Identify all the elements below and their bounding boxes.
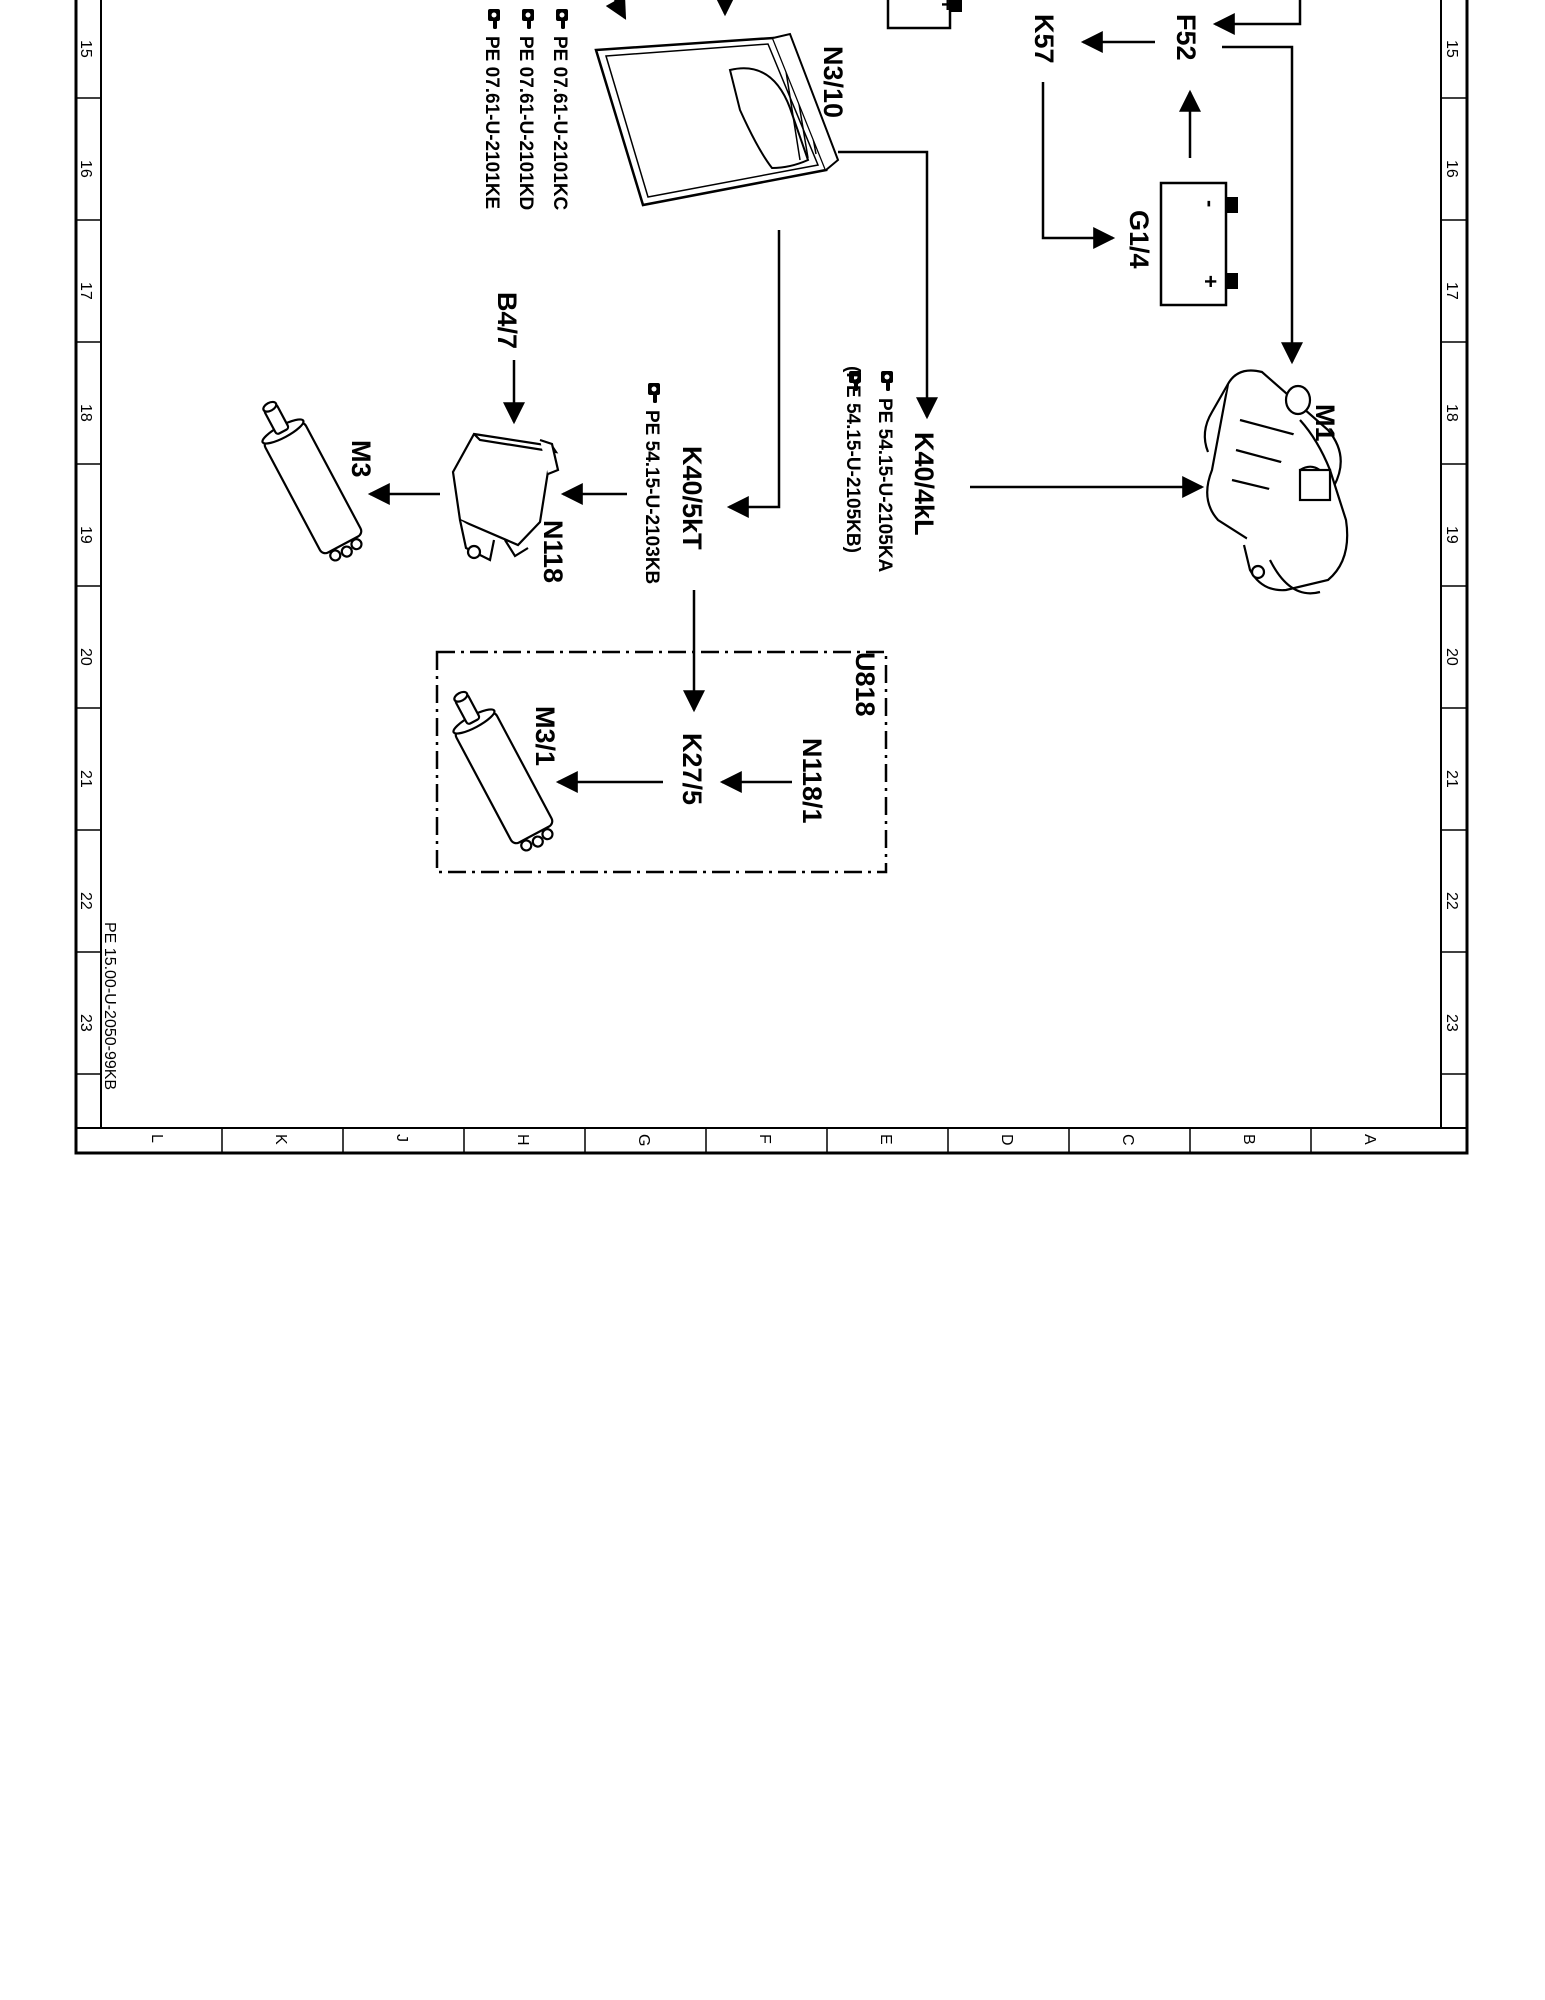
component-labels: N3/10 F52 K57 G1/4 M1 K40/4kL K40/5kT B4…	[346, 14, 1340, 824]
row-number: 17	[1443, 282, 1460, 300]
column-letters: L K J H G F E D C B A	[148, 1134, 1378, 1146]
row-number: 23	[77, 1014, 94, 1032]
connection-lines	[367, 0, 1303, 793]
battery-terminal-plus: +	[1198, 275, 1223, 288]
row-number: 21	[1443, 770, 1460, 788]
column-letter: C	[1119, 1134, 1136, 1146]
row-number: 19	[1443, 526, 1460, 544]
fuel-pump-m3-1	[452, 690, 554, 852]
row-number: 22	[1443, 892, 1460, 910]
row-number: 20	[1443, 648, 1460, 666]
row-number: 16	[77, 160, 94, 178]
ref-k40-4kl-2: (PE 54.15-U-2105KB)	[842, 366, 863, 553]
row-number: 15	[1443, 40, 1460, 58]
row-number: 15	[77, 40, 94, 58]
pointing-hand-icon	[648, 383, 660, 403]
row-ticks	[76, 97, 1467, 1075]
row-number: 18	[77, 404, 94, 422]
row-numbers-left: 15 16 17 18 19 20 21 22 23	[77, 40, 94, 1032]
column-letter: H	[514, 1134, 531, 1146]
column-letter: F	[756, 1134, 773, 1144]
column-letter: A	[1361, 1134, 1378, 1145]
u818-boundary	[435, 650, 888, 874]
column-ticks	[221, 1128, 1312, 1153]
ref-n3-10-3: PE 07.61-U-2101KE	[481, 36, 502, 209]
ref-n3-10-1: PE 07.61-U-2101KC	[549, 36, 570, 211]
battery-top: +	[886, 0, 962, 30]
document-number: PE 15.00-U-2050-99KB	[101, 922, 118, 1090]
battery-terminal-minus: -	[1198, 200, 1223, 207]
row-number: 20	[77, 648, 94, 666]
drawing-frame	[74, 0, 1469, 1155]
label-n118: N118	[538, 520, 568, 583]
label-m3-1: M3/1	[530, 706, 560, 766]
row-number: 19	[77, 526, 94, 544]
column-letter: E	[877, 1134, 894, 1145]
label-k40-5kt: K40/5kT	[677, 446, 707, 550]
label-k57: K57	[1029, 14, 1059, 64]
column-letter: L	[148, 1134, 165, 1143]
pointing-hand-icon	[522, 9, 534, 29]
row-number: 22	[77, 892, 94, 910]
pointing-hand-icon	[556, 9, 568, 29]
label-n3-10: N3/10	[818, 46, 848, 118]
starter-motor-m1	[1203, 369, 1349, 595]
row-number: 23	[1443, 1014, 1460, 1032]
label-k40-4kl: K40/4kL	[909, 432, 939, 536]
label-m1: M1	[1310, 404, 1340, 442]
column-letter: J	[393, 1134, 410, 1142]
label-f52: F52	[1171, 14, 1201, 61]
pointing-hand-icon	[488, 9, 500, 29]
ref-k40-5kt: PE 54.15-U-2103KB	[641, 410, 662, 584]
column-letter: K	[272, 1134, 289, 1145]
label-u818: U818	[850, 652, 880, 717]
label-b4-7: B4/7	[492, 292, 522, 349]
pointing-hand-icon	[881, 371, 893, 391]
battery-g1-4: - +	[1159, 181, 1238, 307]
reference-labels: PE 07.61-U-2101KC PE 07.61-U-2101KD PE 0…	[481, 9, 895, 584]
row-number: 16	[1443, 160, 1460, 178]
label-n118-1: N118/1	[797, 738, 827, 824]
label-m3: M3	[346, 440, 376, 478]
row-number: 17	[77, 282, 94, 300]
row-numbers-right: 15 16 17 18 19 20 21 22 23	[1443, 40, 1460, 1032]
battery-terminal-plus: +	[935, 0, 960, 11]
control-unit-n3-10	[594, 32, 840, 207]
ref-n3-10-2: PE 07.61-U-2101KD	[515, 36, 536, 210]
row-number: 18	[1443, 404, 1460, 422]
column-letter: B	[1240, 1134, 1257, 1145]
label-g1-4: G1/4	[1124, 210, 1154, 269]
label-k27-5: K27/5	[677, 733, 707, 805]
fuel-pump-m3	[261, 400, 363, 562]
column-letter: D	[998, 1134, 1015, 1146]
row-number: 21	[77, 770, 94, 788]
ref-k40-4kl-1: PE 54.15-U-2105KA	[874, 398, 895, 573]
column-letter: G	[635, 1134, 652, 1146]
fuel-pump-control-unit-n118	[451, 432, 560, 562]
